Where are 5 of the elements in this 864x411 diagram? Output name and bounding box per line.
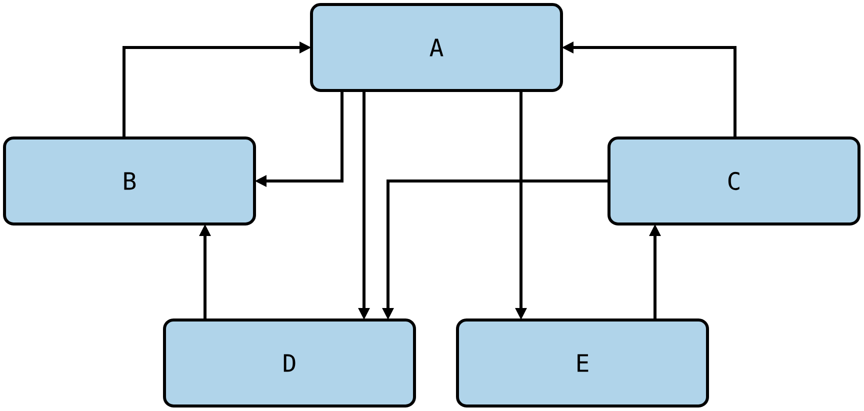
process-box: B	[3, 136, 256, 226]
process-box: A	[310, 3, 563, 92]
process-box: D	[163, 318, 416, 408]
process-box: E	[456, 318, 709, 408]
process-box: C	[608, 136, 860, 226]
